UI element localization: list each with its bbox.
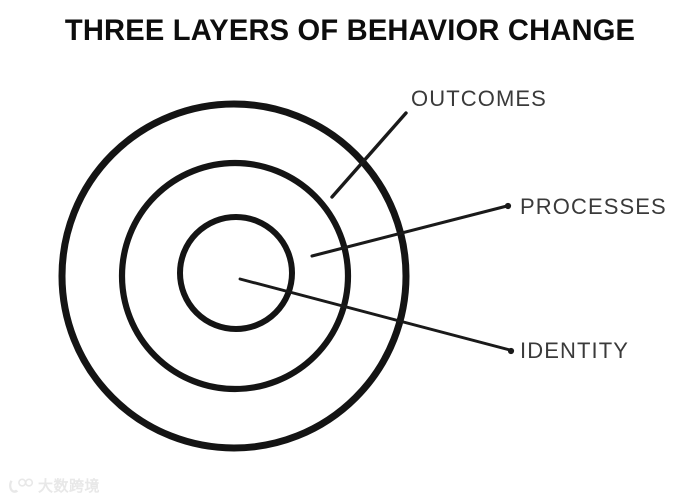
- ring-label-outcomes: OUTCOMES: [411, 86, 547, 111]
- ring-inner-identity: [177, 214, 295, 332]
- leader-endpoint-dot-identity: [507, 347, 515, 355]
- leader-line-identity: [238, 277, 512, 352]
- ring-label-identity: IDENTITY: [520, 338, 630, 363]
- ring-middle-processes: [118, 159, 352, 393]
- leader-line-processes: [310, 204, 509, 258]
- leader-endpoint-dot-processes: [504, 202, 512, 210]
- ring-outer-outcomes: [58, 100, 410, 452]
- leader-line-outcomes: [330, 111, 408, 199]
- ring-label-processes: PROCESSES: [520, 194, 667, 219]
- page-title: THREE LAYERS OF BEHAVIOR CHANGE: [64, 14, 636, 47]
